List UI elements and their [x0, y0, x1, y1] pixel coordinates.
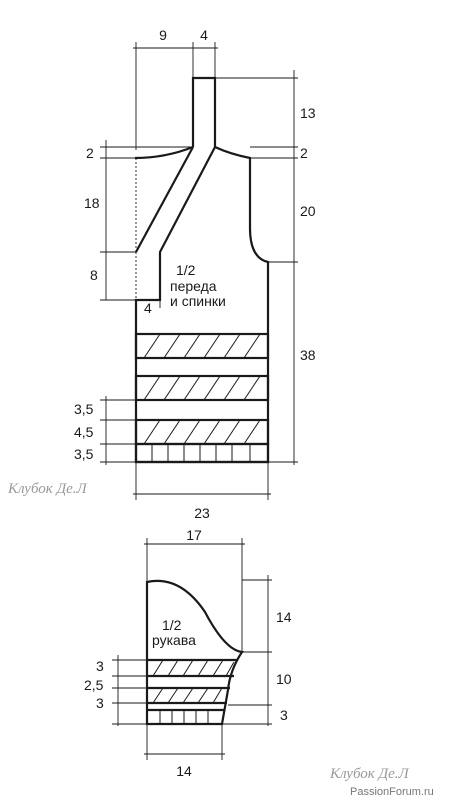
footer-credit: PassionForum.ru: [350, 786, 434, 798]
dim-side: 38: [300, 347, 316, 363]
pattern-band-2: [134, 374, 270, 402]
dim-neck-step: 4: [144, 300, 152, 316]
body-title-3: и спинки: [170, 293, 226, 309]
collar-outline: [191, 76, 217, 147]
dim-armhole: 20: [300, 203, 316, 219]
sleeve-dim-cuff: 3: [280, 707, 288, 723]
sleeve-pattern-band-1: [147, 658, 238, 678]
sleeve-pattern-band-2: [147, 686, 230, 705]
body-title-1: 1/2: [176, 262, 196, 278]
body-dimension-lines: [100, 42, 298, 500]
sleeve-dim-side: 10: [276, 671, 292, 687]
pattern-band-3: [134, 418, 270, 446]
pattern-band-1: [134, 332, 270, 360]
sleeve-dimension-lines: [112, 538, 272, 760]
dim-band3: 3,5: [74, 446, 94, 462]
dim-neck-depth: 18: [84, 195, 100, 211]
sleeve-dim-top: 17: [186, 527, 202, 543]
sleeve-title-2: рукава: [152, 632, 196, 648]
dim-top-a: 9: [159, 27, 167, 43]
dim-slope-right: 2: [300, 145, 308, 161]
dim-top-b: 4: [200, 27, 208, 43]
dim-slope-left: 2: [86, 145, 94, 161]
watermark-bottom: Клубок Де.Л: [329, 766, 410, 782]
dim-collar-height: 13: [300, 105, 316, 121]
sleeve-piece: 17 14 10 3 3 2,5 3 14 1/2 рукава Клубок …: [84, 527, 434, 798]
watermark-top: Клубок Де.Л: [7, 481, 88, 497]
sleeve-dim-band2: 2,5: [84, 677, 104, 693]
sleeve-outline: [145, 579, 244, 726]
neckline-edge: [135, 146, 194, 253]
dim-width: 23: [194, 505, 210, 521]
sleeve-ribbing: [147, 708, 224, 724]
sleeve-dim-band3: 3: [96, 695, 104, 711]
sleeve-title-1: 1/2: [162, 617, 182, 633]
sleeve-dim-band1: 3: [96, 658, 104, 674]
body-title-2: переда: [170, 278, 217, 294]
dim-band1: 3,5: [74, 401, 94, 417]
dim-band2: 4,5: [74, 424, 94, 440]
ribbing-band: [134, 442, 270, 464]
sleeve-dim-cap: 14: [276, 609, 292, 625]
body-piece: 9 4 13 2 2 18 20 8 4 38 3,5 4,5 3,5 23 1…: [7, 27, 316, 521]
dim-neck-low: 8: [90, 267, 98, 283]
sleeve-dim-bottom: 14: [176, 763, 192, 779]
